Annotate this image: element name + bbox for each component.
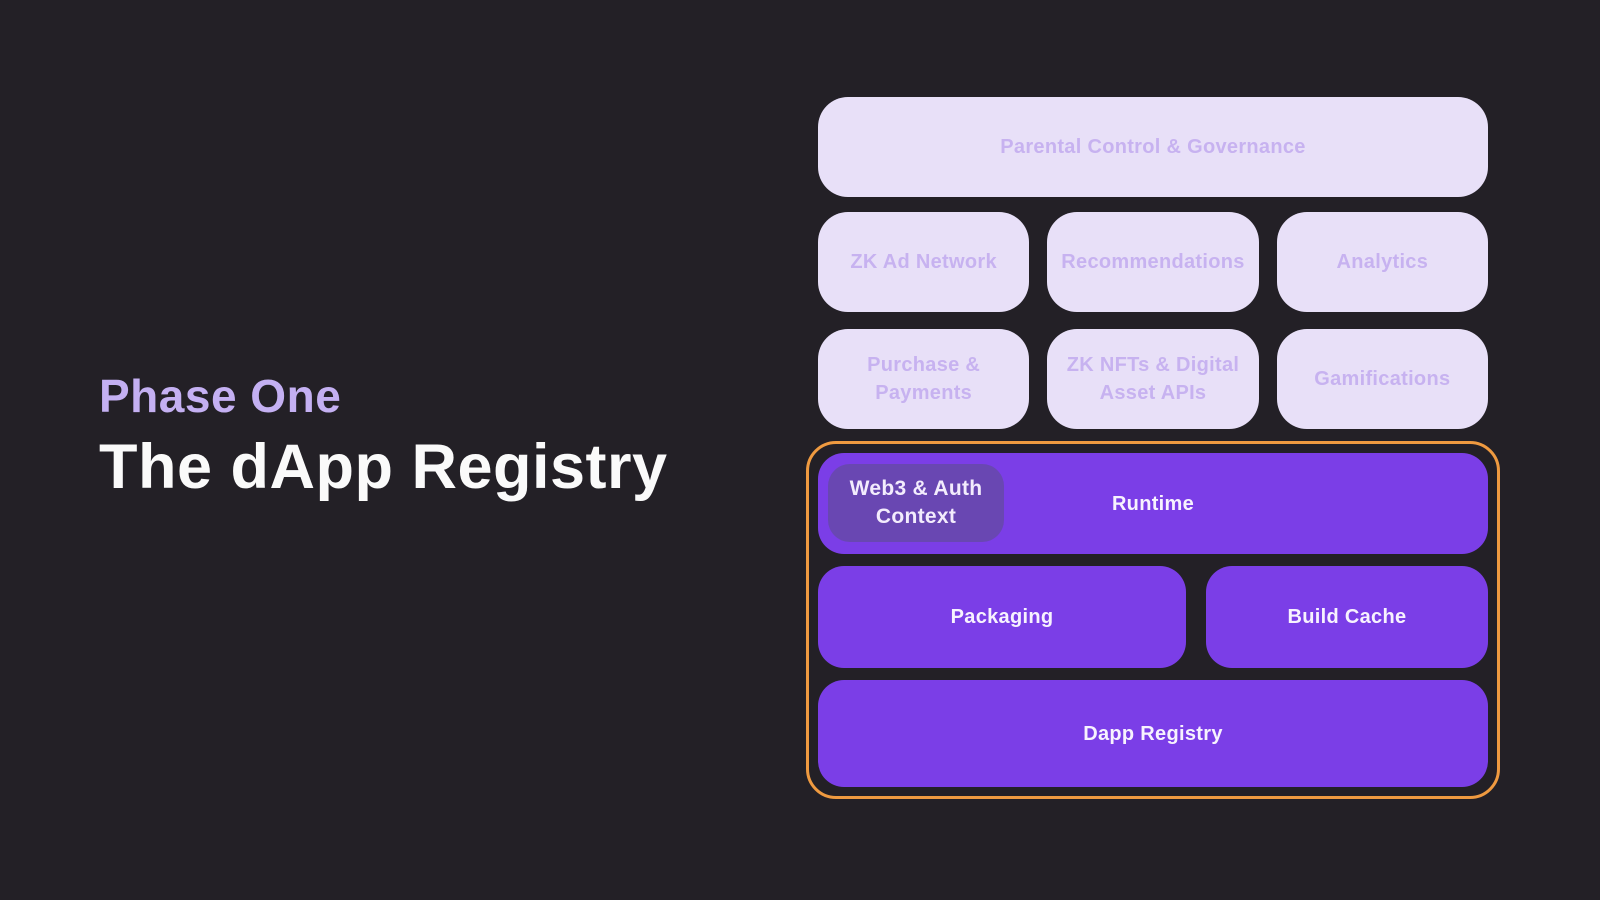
badge-label: Web3 & Auth Context: [849, 477, 983, 528]
phase-one-highlight-group: Web3 & Auth Context Runtime Packaging Bu…: [806, 441, 1500, 799]
box-label: Packaging: [950, 606, 1054, 628]
box-label: Parental Control & Governance: [1000, 136, 1306, 158]
box-zk-nfts-digital-asset-apis: ZK NFTs & Digital Asset APIs: [1047, 329, 1259, 429]
box-recommendations: Recommendations: [1047, 212, 1259, 312]
box-label: Recommendations: [1061, 251, 1245, 273]
box-label: Gamifications: [1314, 368, 1451, 390]
box-zk-ad-network: ZK Ad Network: [818, 212, 1030, 312]
stack-row-governance: Parental Control & Governance: [818, 97, 1488, 197]
architecture-stack: Parental Control & Governance ZK Ad Netw…: [806, 97, 1500, 799]
box-label: Analytics: [1336, 251, 1429, 273]
box-label: ZK Ad Network: [850, 251, 997, 273]
box-analytics: Analytics: [1276, 212, 1488, 312]
box-label: Runtime: [1111, 492, 1195, 515]
stack-row-build: Packaging Build Cache: [818, 566, 1488, 668]
box-label: Purchase & Payments: [867, 354, 981, 404]
box-parental-control-governance: Parental Control & Governance: [818, 97, 1488, 197]
box-packaging: Packaging: [818, 566, 1186, 668]
box-web3-auth-context: Web3 & Auth Context: [828, 464, 1004, 542]
box-dapp-registry: Dapp Registry: [818, 680, 1488, 787]
box-build-cache: Build Cache: [1206, 566, 1488, 668]
page-title: The dApp Registry: [99, 431, 668, 502]
stack-row-commerce: Purchase & Payments ZK NFTs & Digital As…: [818, 329, 1488, 429]
box-runtime: Web3 & Auth Context Runtime: [818, 453, 1488, 554]
box-gamifications: Gamifications: [1276, 329, 1488, 429]
stack-row-services: ZK Ad Network Recommendations Analytics: [818, 212, 1488, 312]
phase-label: Phase One: [99, 370, 342, 422]
box-label: Build Cache: [1287, 606, 1407, 628]
box-label: Dapp Registry: [1083, 722, 1223, 745]
box-label: ZK NFTs & Digital Asset APIs: [1066, 354, 1240, 404]
box-purchase-payments: Purchase & Payments: [818, 329, 1030, 429]
title-block: Phase One The dApp Registry: [99, 370, 668, 502]
